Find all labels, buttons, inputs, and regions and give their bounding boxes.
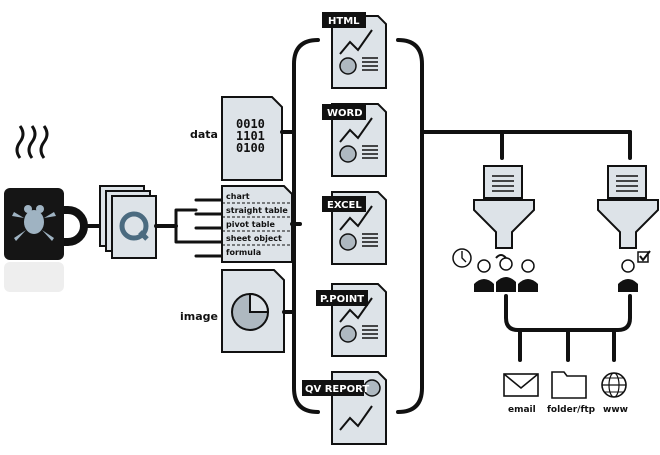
user-group-icon — [474, 254, 538, 292]
checkbox-icon — [637, 250, 651, 263]
output-label-folder-ftp: folder/ftp — [547, 405, 596, 415]
binary-line-3: 0100 — [236, 141, 265, 155]
qlikview-documents-icon — [99, 185, 157, 259]
format-label-ppoint: P.POINT — [320, 294, 364, 305]
binary-line-2: 1101 — [236, 129, 265, 143]
output-label-email: email — [508, 405, 536, 415]
binary-line-1: 0010 — [236, 117, 265, 131]
format-label-excel: EXCEL — [327, 200, 362, 211]
objects-list-document: chart straight table pivot table sheet o… — [221, 185, 293, 263]
frog-icon — [12, 205, 56, 241]
label-image: image — [180, 310, 218, 323]
format-doc-excel: EXCEL — [322, 191, 387, 265]
email-icon — [503, 373, 539, 397]
globe-icon — [601, 372, 627, 398]
format-doc-qv-report: QV REPORT — [302, 371, 387, 445]
format-doc-word: WORD — [322, 103, 387, 177]
object-chart: chart — [226, 192, 250, 201]
folder-icon — [551, 371, 587, 399]
format-label-html: HTML — [328, 16, 360, 27]
single-user-icon — [618, 259, 638, 292]
format-doc-html: HTML — [322, 12, 387, 89]
object-sheet-object: sheet object — [226, 234, 282, 243]
funnel-group-left — [473, 165, 535, 249]
format-doc-ppoint: P.POINT — [316, 283, 387, 357]
output-label-www: www — [603, 405, 628, 415]
label-data: data — [190, 128, 218, 141]
clock-icon — [452, 248, 472, 268]
format-label-word: WORD — [327, 108, 363, 119]
image-document — [221, 269, 285, 353]
object-formula: formula — [226, 248, 261, 257]
object-straight-table: straight table — [226, 206, 288, 215]
funnel-group-right — [597, 165, 659, 249]
coffee-mug-icon — [4, 125, 88, 292]
data-document: 0010 1101 0100 — [221, 96, 283, 181]
object-pivot-table: pivot table — [226, 220, 275, 229]
format-label-qv-report: QV REPORT — [305, 384, 369, 395]
